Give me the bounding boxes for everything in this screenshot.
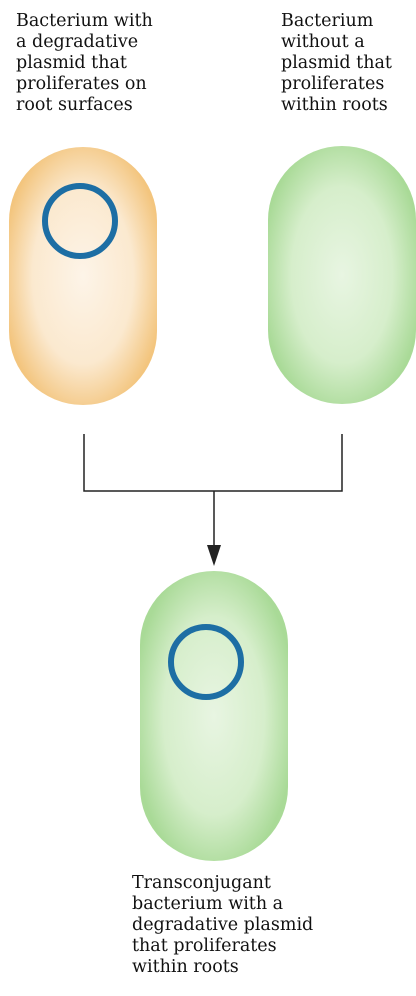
transconjugant-label: Transconjugant bacterium with a degradat… (132, 873, 313, 978)
transconjugant-bacterium-body (140, 571, 288, 861)
bottom-label-line: degradative plasmid (132, 915, 314, 935)
right-label-line: plasmid that (281, 53, 392, 73)
plasmid-icon (42, 183, 118, 259)
right-label-line: proliferates (281, 74, 385, 94)
left-label-line: root surfaces (16, 95, 133, 115)
left-bacterium-label: Bacterium with a degradative plasmid tha… (16, 11, 153, 116)
bacterium-without-plasmid-body (268, 146, 416, 404)
left-label-line: Bacterium with (16, 11, 153, 31)
right-bacterium-label: Bacterium without a plasmid that prolife… (281, 11, 392, 116)
plasmid-icon (168, 624, 244, 700)
bottom-label-line: Transconjugant (132, 873, 271, 893)
right-label-line: Bacterium (281, 11, 374, 31)
arrow-down-icon (207, 545, 221, 566)
right-label-line: without a (281, 32, 365, 52)
bottom-label-line: within roots (132, 957, 239, 977)
left-label-line: proliferates on (16, 74, 147, 94)
right-label-line: within roots (281, 95, 388, 115)
merge-connector-line (83, 434, 343, 546)
bottom-label-line: bacterium with a (132, 894, 284, 914)
bottom-label-line: that proliferates (132, 936, 277, 956)
left-label-line: plasmid that (16, 53, 127, 73)
left-label-line: a degradative (16, 32, 139, 52)
